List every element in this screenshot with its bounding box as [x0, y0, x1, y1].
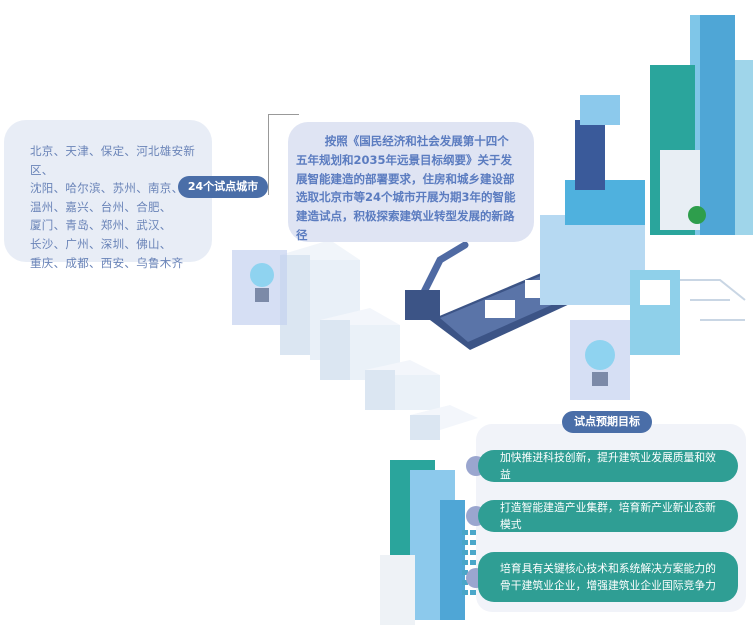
city-line: 重庆、成都、西安、乌鲁木齐	[30, 255, 184, 270]
skyline-bottom	[380, 460, 465, 625]
city-line: 沈阳、哈尔滨、苏州、南京、	[30, 181, 184, 196]
city-line: 厦门、青岛、郑州、武汉、	[30, 218, 172, 233]
goals-badge: 试点预期目标	[562, 411, 652, 433]
description-panel: 按照《国民经济和社会发展第十四个五年规划和2035年远景目标纲要》关于发展智能建…	[288, 122, 534, 242]
pilot-cities-panel: 北京、天津、保定、河北雄安新区、 沈阳、哈尔滨、苏州、南京、 温州、嘉兴、台州、…	[4, 120, 212, 270]
goal-item: 培育具有关键核心技术和系统解决方案能力的骨干建筑业企业，增强建筑业企业国际竞争力	[478, 552, 738, 602]
pilot-cities-badge: 24个试点城市	[178, 176, 268, 198]
lightbulb-cube-right	[570, 320, 630, 400]
machine	[540, 95, 680, 355]
lightbulb-cube-left	[232, 250, 287, 325]
city-line: 温州、嘉兴、台州、合肥、	[30, 199, 172, 214]
robot-arm	[416, 241, 469, 304]
goal-item: 打造智能建造产业集群，培育新产业新业态新模式	[478, 500, 738, 532]
city-line: 北京、天津、保定、河北雄安新区、	[30, 144, 196, 177]
city-line: 长沙、广州、深圳、佛山、	[30, 236, 172, 251]
goal-item: 加快推进科技创新，提升建筑业发展质量和效益	[478, 450, 738, 482]
description-text: 按照《国民经济和社会发展第十四个五年规划和2035年远景目标纲要》关于发展智能建…	[296, 134, 516, 242]
iso-blocks	[280, 240, 478, 440]
skyline-top-right	[650, 15, 753, 235]
connector-line	[268, 114, 299, 195]
pilot-cities-list: 北京、天津、保定、河北雄安新区、 沈阳、哈尔滨、苏州、南京、 温州、嘉兴、台州、…	[30, 142, 212, 272]
